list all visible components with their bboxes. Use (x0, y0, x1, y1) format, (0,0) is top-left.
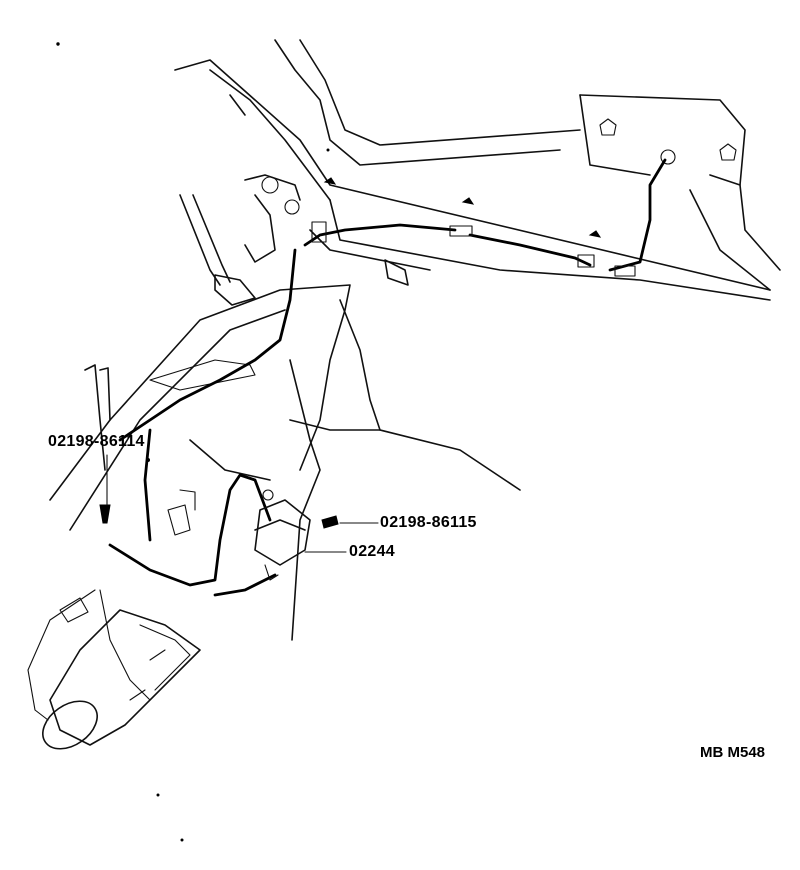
rear-bracket (599, 118, 737, 165)
callout-leaders (106, 454, 379, 553)
reference-code: MB M548 (700, 744, 766, 761)
hinge-strut-assembly (179, 174, 301, 306)
liftgate-frame (174, 39, 781, 301)
wiper-motor (42, 597, 201, 750)
callout-screw-left: 02198-86114 (48, 433, 145, 450)
wiring-harness (27, 158, 667, 721)
callout-module: 02244 (349, 543, 395, 560)
control-module (254, 489, 311, 581)
scatter-dots (56, 42, 330, 842)
callout-screw-right: 02198-86115 (380, 514, 477, 531)
wheelhouse-panel (49, 259, 521, 641)
